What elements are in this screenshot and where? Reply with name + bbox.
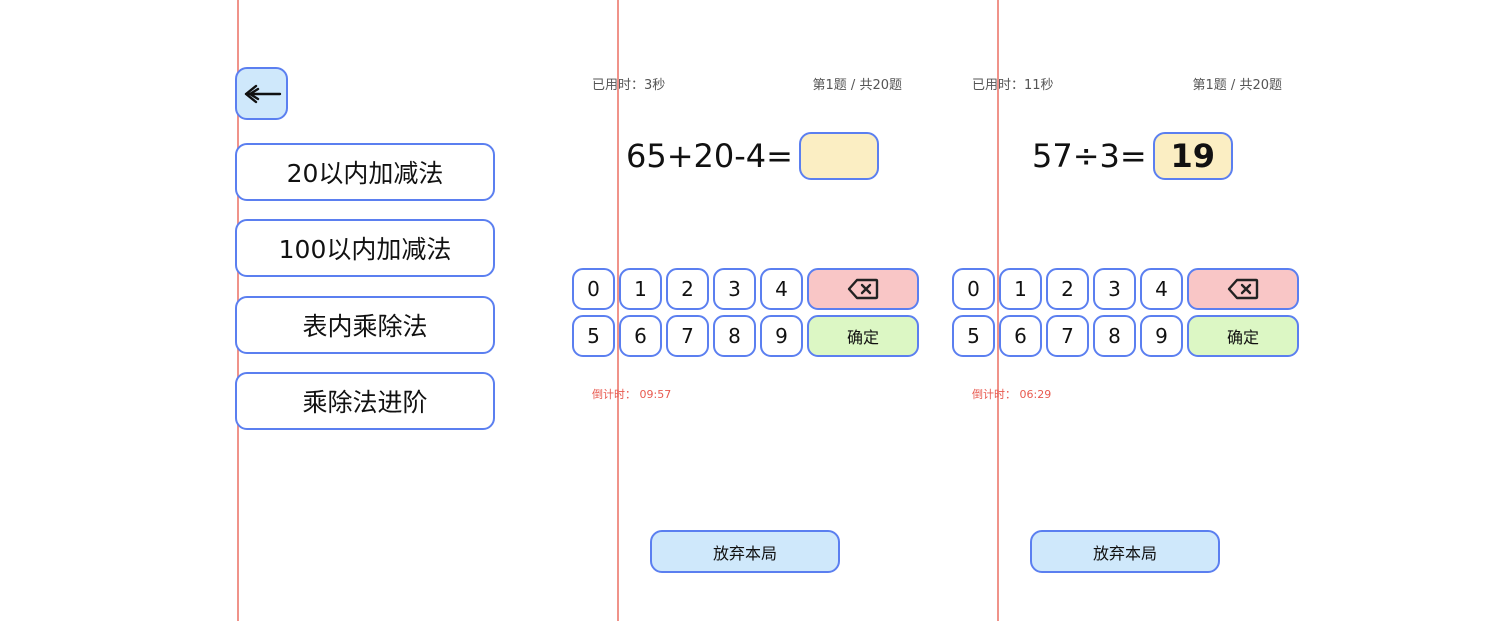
key-label: 3 [728, 277, 741, 301]
key-2[interactable]: 2 [1046, 268, 1089, 310]
key-label: 6 [634, 324, 647, 348]
confirm-button[interactable]: 确定 [1187, 315, 1299, 357]
question-progress: 第1题 / 共20题 [812, 78, 902, 93]
key-label: 9 [775, 324, 788, 348]
quit-label: 放弃本局 [712, 543, 777, 563]
menu-item-label: 100以内加减法 [278, 235, 452, 264]
menu-item-mul-div-advanced[interactable]: 乘除法进阶 [235, 372, 495, 430]
key-9[interactable]: 9 [1140, 315, 1183, 357]
key-6[interactable]: 6 [619, 315, 662, 357]
key-label: 4 [1155, 277, 1168, 301]
key-label: 6 [1014, 324, 1027, 348]
menu-item-add-sub-20[interactable]: 20以内加减法 [235, 143, 495, 201]
quit-game-button[interactable]: 放弃本局 [650, 530, 840, 573]
question-row: 65+20-4= [626, 132, 879, 180]
question-text: 65+20-4= [626, 137, 793, 175]
key-label: 0 [967, 277, 980, 301]
key-3[interactable]: 3 [1093, 268, 1136, 310]
key-0[interactable]: 0 [952, 268, 995, 310]
key-9[interactable]: 9 [760, 315, 803, 357]
backspace-icon [847, 278, 879, 300]
margin-line [997, 0, 999, 621]
key-8[interactable]: 8 [1093, 315, 1136, 357]
key-label: 3 [1108, 277, 1121, 301]
question-row: 57÷3= 19 [1032, 132, 1233, 180]
back-arrow-icon [244, 84, 281, 103]
key-6[interactable]: 6 [999, 315, 1042, 357]
answer-value: 19 [1170, 137, 1215, 175]
menu-item-label: 表内乘除法 [302, 312, 428, 341]
key-label: 4 [775, 277, 788, 301]
countdown-timer: 倒计时： 06:29 [972, 388, 1052, 401]
confirm-button[interactable]: 确定 [807, 315, 919, 357]
key-7[interactable]: 7 [1046, 315, 1089, 357]
elapsed-time: 已用时：3秒 [592, 78, 666, 93]
key-5[interactable]: 5 [572, 315, 615, 357]
quit-game-button[interactable]: 放弃本局 [1030, 530, 1220, 573]
key-label: 2 [1061, 277, 1074, 301]
key-1[interactable]: 1 [619, 268, 662, 310]
backspace-icon [1227, 278, 1259, 300]
elapsed-time: 已用时：11秒 [972, 78, 1054, 93]
answer-box[interactable]: 19 [1152, 132, 1233, 180]
quiz-panel-b: 已用时：11秒 第1题 / 共20题 57÷3= 19 0 1 2 3 4 5 … [950, 0, 1300, 621]
key-label: 2 [681, 277, 694, 301]
key-7[interactable]: 7 [666, 315, 709, 357]
key-label: 8 [1108, 324, 1121, 348]
key-4[interactable]: 4 [1140, 268, 1183, 310]
quiz-panel-a: 已用时：3秒 第1题 / 共20题 65+20-4= 0 1 2 3 4 5 6… [570, 0, 920, 621]
backspace-button[interactable] [807, 268, 919, 310]
key-label: 1 [634, 277, 647, 301]
key-8[interactable]: 8 [713, 315, 756, 357]
key-label: 5 [967, 324, 980, 348]
key-0[interactable]: 0 [572, 268, 615, 310]
quit-label: 放弃本局 [1092, 543, 1157, 563]
key-label: 0 [587, 277, 600, 301]
key-4[interactable]: 4 [760, 268, 803, 310]
backspace-button[interactable] [1187, 268, 1299, 310]
key-label: 5 [587, 324, 600, 348]
key-label: 7 [1061, 324, 1074, 348]
question-text: 57÷3= [1032, 137, 1147, 175]
menu-panel: 20以内加减法 100以内加减法 表内乘除法 乘除法进阶 [190, 0, 540, 621]
key-label: 7 [681, 324, 694, 348]
confirm-label: 确定 [1226, 328, 1259, 347]
key-2[interactable]: 2 [666, 268, 709, 310]
key-5[interactable]: 5 [952, 315, 995, 357]
menu-item-label: 乘除法进阶 [302, 388, 428, 417]
countdown-timer: 倒计时： 09:57 [592, 388, 672, 401]
key-label: 9 [1155, 324, 1168, 348]
margin-line [617, 0, 619, 621]
key-label: 1 [1014, 277, 1027, 301]
answer-box[interactable] [798, 132, 879, 180]
confirm-label: 确定 [846, 328, 879, 347]
question-progress: 第1题 / 共20题 [1192, 78, 1282, 93]
menu-item-label: 20以内加减法 [286, 159, 444, 188]
back-button[interactable] [235, 67, 288, 120]
key-1[interactable]: 1 [999, 268, 1042, 310]
menu-item-times-table[interactable]: 表内乘除法 [235, 296, 495, 354]
menu-item-add-sub-100[interactable]: 100以内加减法 [235, 219, 495, 277]
key-label: 8 [728, 324, 741, 348]
key-3[interactable]: 3 [713, 268, 756, 310]
